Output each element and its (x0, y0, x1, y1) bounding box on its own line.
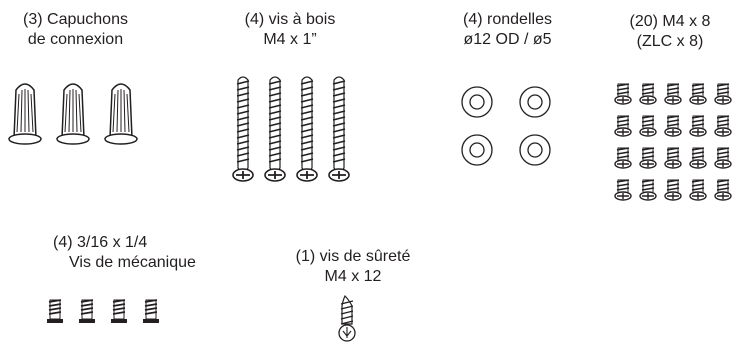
machine-screws-illustration (46, 299, 160, 324)
wire-caps-illustration (8, 83, 138, 145)
small-screw-icon (639, 83, 657, 105)
small-screw-icon (714, 179, 732, 201)
small-screw-icon (689, 115, 707, 137)
small-screw-icon (639, 115, 657, 137)
machine-screws-label: (4) 3/16 x 1/4 Vis de mécanique (53, 234, 196, 271)
small-screw-icon (664, 147, 682, 169)
small-screw-icon (614, 179, 632, 201)
small-screw-icon (714, 147, 732, 169)
machine-screw-icon (78, 299, 96, 324)
wood-screws-illustration (232, 76, 350, 182)
small-screw-icon (714, 83, 732, 105)
small-screw-row (614, 179, 732, 201)
wood-screw-icon (328, 76, 350, 182)
small-screw-icon (664, 179, 682, 201)
small-screw-icon (689, 83, 707, 105)
wood-screw-icon (264, 76, 286, 182)
machine-screw-icon (110, 299, 128, 324)
small-screw-icon (614, 83, 632, 105)
safety-screw-label: (1) vis de sûreté M4 x 12 (295, 248, 411, 285)
wire-caps-label: (3) Capuchons de connexion (23, 11, 128, 48)
small-screw-icon (689, 147, 707, 169)
small-screw-icon (664, 83, 682, 105)
small-screw-icon (639, 147, 657, 169)
washer-icon (461, 134, 493, 166)
washers-illustration (461, 86, 551, 166)
small-screw-icon (639, 179, 657, 201)
small-screw-icon (664, 115, 682, 137)
m4-screws-label: (20) M4 x 8 (ZLC x 8) (629, 13, 711, 50)
safety-screw-icon (338, 294, 356, 342)
small-screw-row (614, 147, 732, 169)
wood-screws-label: (4) vis à bois M4 x 1” (244, 11, 336, 48)
small-screw-icon (714, 115, 732, 137)
washers-label: (4) rondelles ø12 OD / ø5 (463, 11, 552, 48)
wire-connector-cap-icon (104, 83, 138, 145)
wood-screw-icon (296, 76, 318, 182)
m4-screws-illustration (614, 83, 732, 201)
small-screw-icon (614, 147, 632, 169)
machine-screw-icon (46, 299, 64, 324)
small-screw-row (614, 115, 732, 137)
wire-connector-cap-icon (8, 83, 42, 145)
machine-screw-icon (142, 299, 160, 324)
wood-screw-icon (232, 76, 254, 182)
washer-icon (519, 86, 551, 118)
wire-connector-cap-icon (56, 83, 90, 145)
washer-icon (461, 86, 493, 118)
washer-icon (519, 134, 551, 166)
small-screw-row (614, 83, 732, 105)
small-screw-icon (614, 115, 632, 137)
small-screw-icon (689, 179, 707, 201)
safety-screw-illustration (338, 294, 356, 342)
